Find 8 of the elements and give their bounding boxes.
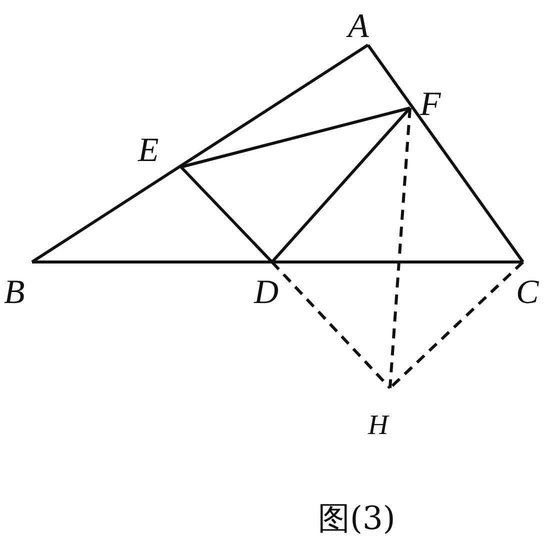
point-label: H (368, 412, 388, 440)
point-label: F (420, 88, 441, 122)
figure-caption: 图(3) (318, 502, 396, 534)
point-label: B (4, 276, 25, 310)
point-label: A (348, 10, 369, 44)
point-label: D (254, 276, 279, 310)
point-label: C (516, 276, 539, 310)
point-label: E (138, 134, 159, 168)
